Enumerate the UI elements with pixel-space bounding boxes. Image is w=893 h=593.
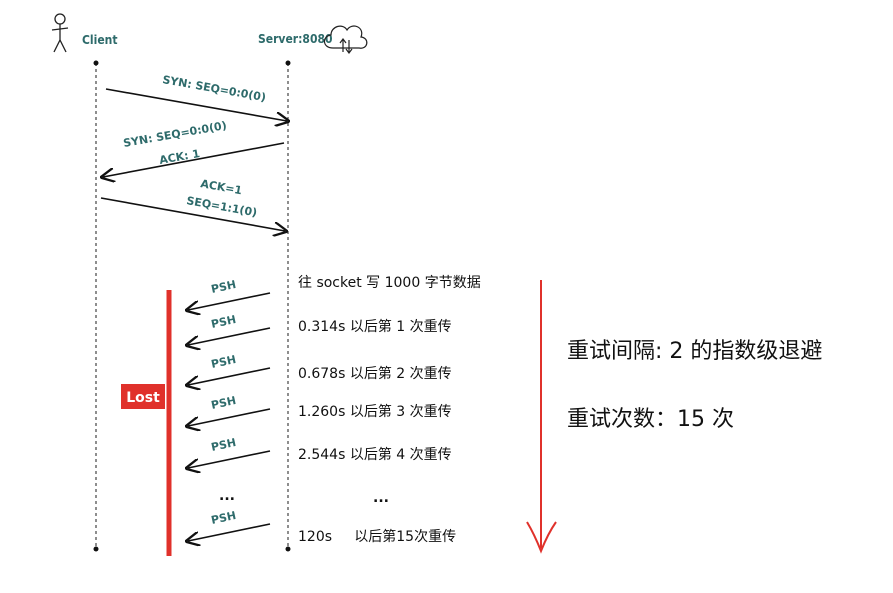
retransmission-note: 1.260s 以后第 3 次重传	[298, 403, 452, 420]
psh-arrow	[188, 292, 271, 310]
psh-label: PSH	[210, 353, 237, 371]
handshake-arrow-3	[100, 197, 285, 231]
handshake-label-1: SYN: SEQ=0:0(0)	[161, 73, 266, 104]
retry-interval-text: 重试间隔: 2 的指数级退避	[567, 339, 822, 364]
client-label: Client	[82, 33, 118, 47]
lost-badge	[121, 384, 165, 409]
client-lifeline-top-dot	[93, 60, 99, 66]
psh-label: PSH	[210, 278, 237, 296]
retransmission-group: PSH 往 socket 写 1000 字节数据 PSH 0.314s 以后第 1 次…	[188, 275, 481, 545]
psh-label: PSH	[210, 313, 237, 331]
retry-count-text: 重试次数：15 次	[567, 407, 734, 432]
time-arrowhead	[526, 521, 557, 554]
retransmission-note: 0.678s 以后第 2 次重传	[298, 365, 452, 382]
client-lifeline-bottom-dot	[93, 546, 99, 552]
handshake-label-3a: ACK=1	[199, 177, 243, 197]
lost-label: Lost	[126, 390, 160, 406]
psh-arrow	[188, 367, 271, 385]
stick-figure-icon	[51, 13, 69, 53]
handshake-label-2b: ACK: 1	[158, 147, 201, 167]
ellipsis-right: ...	[373, 490, 389, 506]
psh-arrow	[188, 450, 271, 468]
retransmission-note: 0.314s 以后第 1 次重传	[298, 318, 452, 335]
server-lifeline-top-dot	[285, 60, 291, 66]
retransmission-note: 120s 以后第15次重传	[298, 528, 456, 545]
handshake-arrow-2	[103, 142, 285, 177]
psh-arrow	[188, 327, 271, 345]
psh-arrow	[188, 523, 271, 541]
handshake-label-2a: SYN: SEQ=0:0(0)	[122, 119, 227, 150]
server-label: Server:8080	[258, 32, 332, 46]
retransmission-note: 2.544s 以后第 4 次重传	[298, 446, 452, 463]
server-lifeline-bottom-dot	[285, 546, 291, 552]
psh-label: PSH	[210, 394, 237, 412]
psh-label: PSH	[210, 436, 237, 454]
retransmission-note: 往 socket 写 1000 字节数据	[298, 275, 481, 291]
cloud-icon	[323, 25, 368, 54]
ellipsis-left: ...	[219, 488, 235, 504]
handshake-arrow-1	[105, 88, 287, 121]
psh-arrow	[188, 408, 271, 426]
psh-label: PSH	[210, 509, 237, 527]
